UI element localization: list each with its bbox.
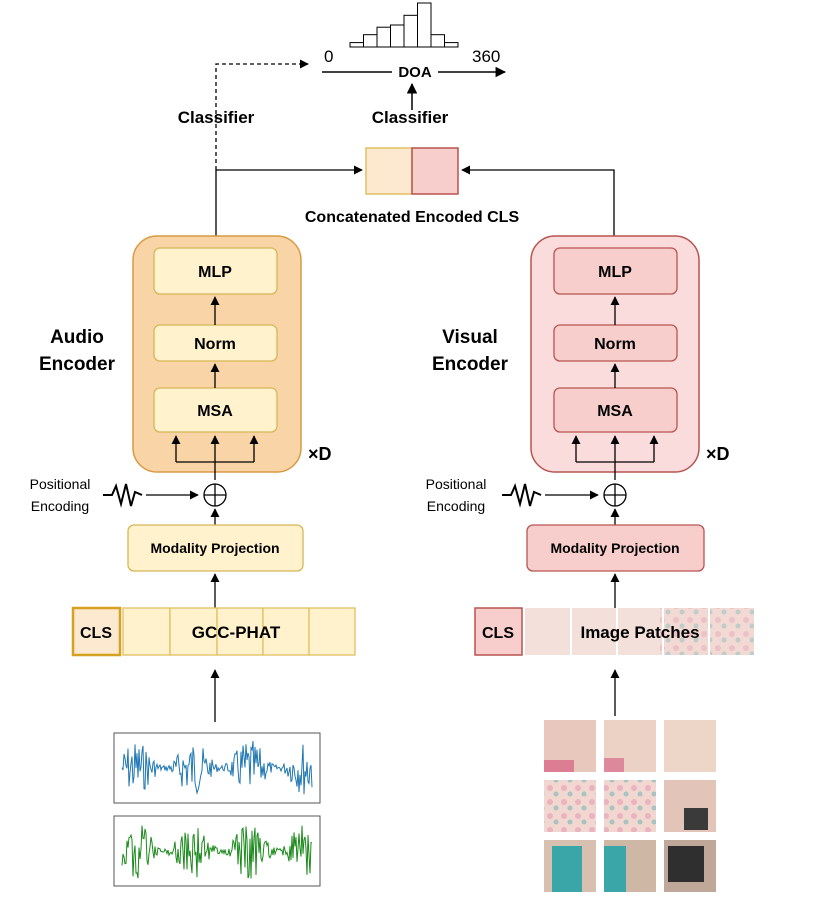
audio-tokens-label: GCC-PHAT (192, 623, 281, 642)
audio-repeat-label: ×D (308, 444, 332, 464)
audio-cls-token (71, 606, 122, 657)
visual-repeat-label: ×D (706, 444, 730, 464)
doa-axis-label: DOA (398, 64, 432, 81)
histogram-bar (417, 2, 432, 48)
histogram-bar (403, 14, 418, 48)
visual-patch-tokens (525, 608, 754, 655)
visual-pos-label-line2: Encoding (427, 498, 485, 514)
waveform-frame-1 (113, 732, 321, 804)
concat-audio-cls (365, 147, 413, 195)
patch-3 (664, 720, 716, 772)
classifier-dashed-arrow (215, 59, 309, 170)
audio-projection-block (127, 524, 304, 572)
audio-qkv-arrows (171, 435, 259, 480)
audio-mlp-label: MLP (198, 264, 232, 281)
visual-to-concat-arrow (461, 165, 615, 236)
waveform-frame-2 (113, 815, 321, 887)
doa-max-label: 360 (472, 47, 500, 66)
visual-encoder-title-line1: Visual (442, 327, 498, 348)
histogram-bar (363, 34, 378, 48)
doa-zero-label: 0 (324, 47, 333, 66)
patch-4 (544, 780, 596, 832)
audio-pos-wave-icon (103, 483, 143, 508)
visual-pos-label-line1: Positional (426, 476, 487, 492)
visual-cls-label: CLS (482, 625, 514, 642)
visual-cls-token (474, 607, 523, 656)
image-patch-grid (544, 720, 716, 892)
histogram-bar (349, 42, 364, 48)
visual-norm-label: Norm (594, 336, 636, 353)
audio-encoder-title-line2: Encoder (39, 354, 116, 375)
audio-gcc-tokens (122, 607, 356, 656)
visual-projection-label: Modality Projection (550, 540, 679, 556)
patch-5 (604, 780, 656, 832)
doa-label-bg (392, 62, 438, 80)
histogram-bar (390, 24, 405, 48)
visual-qkv-arrows (571, 435, 659, 480)
visual-msa-label: MSA (597, 403, 633, 420)
histogram-bar (444, 42, 459, 48)
audio-add-icon (203, 483, 227, 507)
concat-visual-cls (411, 147, 459, 195)
waveform-blue (121, 741, 313, 795)
concat-label: Concatenated Encoded CLS (305, 209, 520, 226)
histogram-bar (376, 26, 391, 48)
waveform-green (121, 825, 313, 879)
histogram-bar (430, 34, 445, 48)
visual-add-icon (603, 483, 627, 507)
visual-mlp-label: MLP (598, 264, 632, 281)
visual-tokens-label: Image Patches (580, 623, 699, 642)
audio-norm-label: Norm (194, 336, 236, 353)
audio-mlp-block (153, 247, 278, 295)
visual-mlp-block (553, 247, 678, 295)
audio-pos-label-line2: Encoding (31, 498, 89, 514)
visual-pos-wave-icon (502, 483, 542, 508)
audio-msa-label: MSA (197, 403, 233, 420)
doa-histogram (349, 2, 459, 48)
audio-projection-label: Modality Projection (150, 540, 279, 556)
audio-pos-label-line1: Positional (30, 476, 91, 492)
audio-encoder-title-line1: Audio (50, 327, 104, 348)
classifier-label-right: Classifier (372, 108, 449, 127)
visual-encoder-title-line2: Encoder (432, 354, 509, 375)
audio-cls-label: CLS (80, 625, 112, 642)
audio-to-concat-arrow (215, 165, 363, 236)
visual-projection-block (526, 524, 705, 572)
